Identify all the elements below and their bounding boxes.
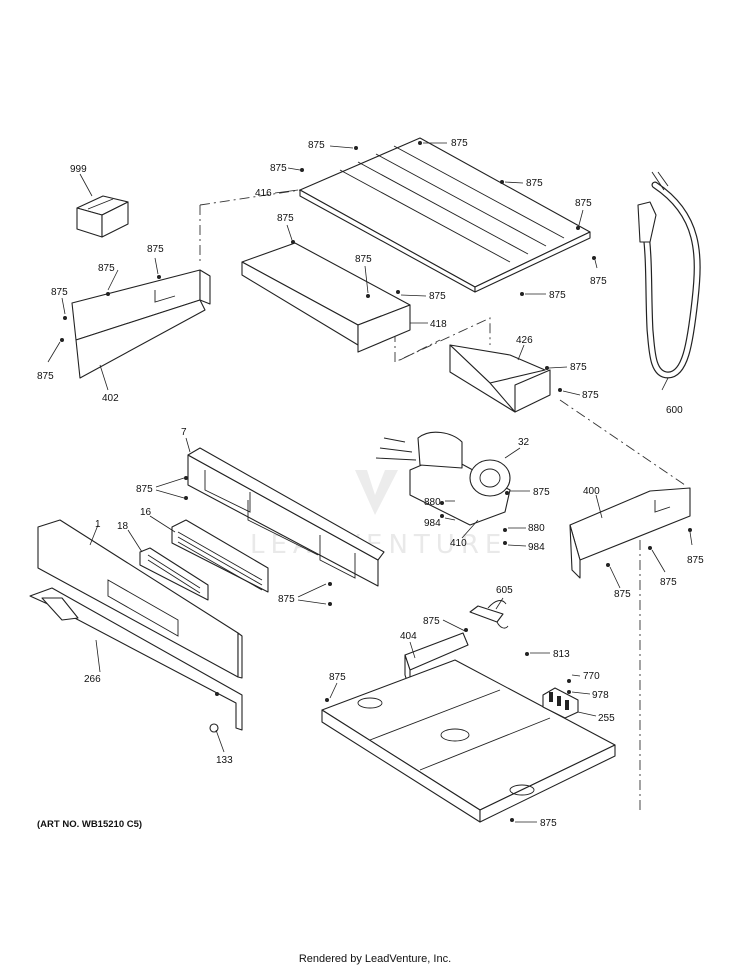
callout-400: 400 xyxy=(583,486,600,497)
callout-999: 999 xyxy=(70,164,87,175)
callout-7: 7 xyxy=(181,427,187,438)
leader-lines xyxy=(47,142,693,823)
callout-875: 875 xyxy=(451,138,468,149)
callout-875: 875 xyxy=(526,178,543,189)
callout-605: 605 xyxy=(496,585,513,596)
part-600-hose[interactable] xyxy=(637,171,701,379)
callout-16: 16 xyxy=(140,507,152,518)
part-426-bracket[interactable] xyxy=(449,344,562,413)
part-32-blower[interactable] xyxy=(375,431,511,545)
callout-875: 875 xyxy=(582,390,599,401)
callout-875: 875 xyxy=(278,594,295,605)
alignment-lines xyxy=(199,189,686,810)
callout-402: 402 xyxy=(102,393,119,404)
callout-875: 875 xyxy=(687,555,704,566)
part-16-board[interactable] xyxy=(171,519,269,593)
callout-875: 875 xyxy=(570,362,587,373)
callout-875: 875 xyxy=(533,487,550,498)
callout-984: 984 xyxy=(424,518,441,529)
callout-880: 880 xyxy=(528,523,545,534)
part-999-box[interactable] xyxy=(76,195,129,238)
callout-875: 875 xyxy=(98,263,115,274)
callout-875: 875 xyxy=(147,244,164,255)
art-number: (ART NO. WB15210 C5) xyxy=(37,819,143,830)
callout-875: 875 xyxy=(575,198,592,209)
part-18-overlay[interactable] xyxy=(139,547,209,601)
callout-1: 1 xyxy=(95,519,101,530)
callout-875: 875 xyxy=(37,371,54,382)
callout-880: 880 xyxy=(424,497,441,508)
part-402-panel[interactable] xyxy=(60,269,211,379)
callout-418: 418 xyxy=(430,319,447,330)
part-255-terminal-block[interactable] xyxy=(542,679,579,719)
callout-984: 984 xyxy=(528,542,545,553)
callout-875: 875 xyxy=(329,672,346,683)
callout-410: 410 xyxy=(450,538,467,549)
callout-875: 875 xyxy=(423,616,440,627)
part-266-trim[interactable] xyxy=(29,587,243,733)
callout-875: 875 xyxy=(277,213,294,224)
callout-133: 133 xyxy=(216,755,233,766)
part-7-bracket[interactable] xyxy=(184,447,385,606)
callout-266: 266 xyxy=(84,674,101,685)
part-416-top-cover[interactable] xyxy=(299,137,596,296)
callout-875: 875 xyxy=(660,577,677,588)
callout-18: 18 xyxy=(117,521,129,532)
callout-600: 600 xyxy=(666,405,683,416)
part-400-panel[interactable] xyxy=(569,487,692,579)
part-418-channel[interactable] xyxy=(241,240,411,353)
callout-875: 875 xyxy=(136,484,153,495)
callout-875: 875 xyxy=(270,163,287,174)
part-605-harness[interactable] xyxy=(469,600,509,629)
callout-416: 416 xyxy=(255,188,272,199)
part-1-control-panel[interactable] xyxy=(37,519,243,679)
callout-875: 875 xyxy=(540,818,557,829)
callout-404: 404 xyxy=(400,631,417,642)
callout-875: 875 xyxy=(51,287,68,298)
callout-770: 770 xyxy=(583,671,600,682)
callout-875: 875 xyxy=(429,291,446,302)
callout-875: 875 xyxy=(590,276,607,287)
callout-32: 32 xyxy=(518,437,530,448)
callout-875: 875 xyxy=(355,254,372,265)
callout-978: 978 xyxy=(592,690,609,701)
callout-813: 813 xyxy=(553,649,570,660)
callout-labels: 999 875 875 875 875 402 875 875 875 416 … xyxy=(37,138,704,829)
callout-426: 426 xyxy=(516,335,533,346)
callout-875: 875 xyxy=(549,290,566,301)
callout-875: 875 xyxy=(614,589,631,600)
callout-875: 875 xyxy=(308,140,325,151)
floor-plate[interactable] xyxy=(321,652,616,823)
footer-credit: Rendered by LeadVenture, Inc. xyxy=(298,953,452,965)
callout-255: 255 xyxy=(598,713,615,724)
